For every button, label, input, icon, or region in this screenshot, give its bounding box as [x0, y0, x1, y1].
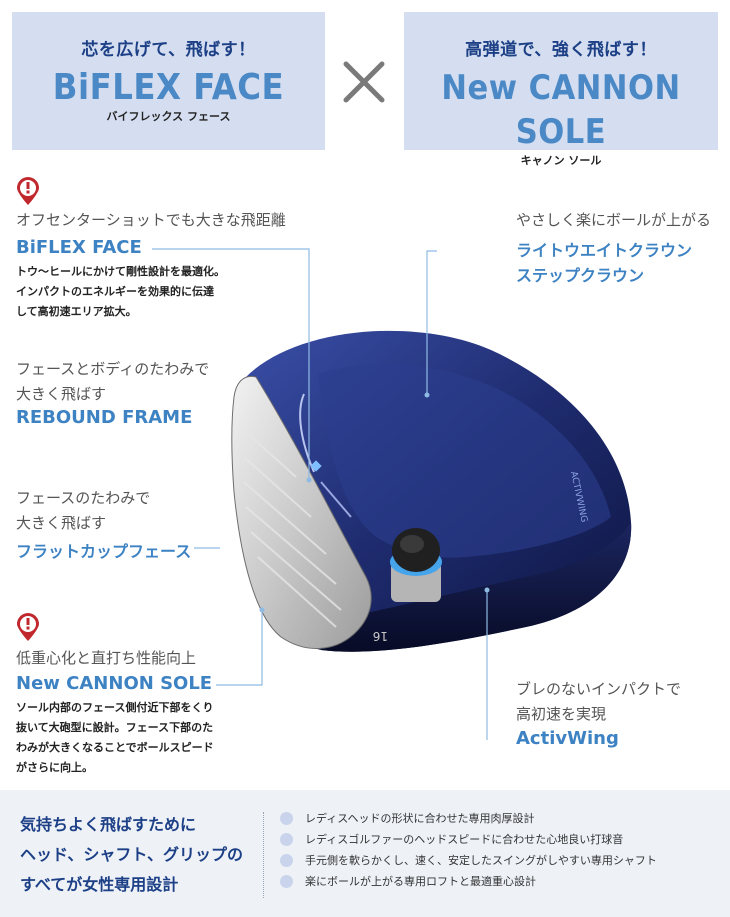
bottom-point-text: レディスヘッドの形状に合わせた専用肉厚設計 [305, 812, 535, 825]
cannon-header-title: New CANNON SOLE [441, 68, 681, 152]
bullet-icon [280, 854, 293, 867]
biflex-header-box: 芯を広げて、飛ばす！ BiFLEX FACE バイフレックス フェース [12, 12, 325, 150]
biflex-desc-line: して高初速エリア拡大。 [16, 305, 137, 318]
bottom-point-list: レディスヘッドの形状に合わせた専用肉厚設計 レディスゴルファーのヘッドスピードに… [280, 808, 657, 892]
loft-marking: 16 [373, 629, 388, 643]
rebound-label-1: フェースとボディのたわみで [16, 360, 210, 378]
bottom-point-text: レディスゴルファーのヘッドスピードに合わせた心地良い打球音 [305, 833, 624, 846]
biflex-desc: トウ〜ヒールにかけて剛性設計を最適化。 インパクトのエネルギーを効果的に伝達 し… [16, 262, 225, 322]
flatcup-label-1: フェースのたわみで [16, 489, 151, 507]
bullet-icon [280, 833, 293, 846]
list-item: 楽にボールが上がる専用ロフトと最適重心設計 [280, 871, 657, 892]
flatcup-label-2: 大きく飛ばす [16, 514, 107, 532]
bottom-point-text: 楽にボールが上がる専用ロフトと最適重心設計 [305, 875, 536, 888]
biflex-header-title: BiFLEX FACE [52, 67, 285, 108]
times-icon [343, 61, 385, 103]
driver-head-illustration: ACTIVWING 16 [231, 330, 632, 652]
biflex-desc-line: インパクトのエネルギーを効果的に伝達 [16, 285, 214, 298]
cannon-header-box: 高弾道で、強く飛ばす！ New CANNON SOLE キャノン ソール [404, 12, 718, 167]
crown-title-2: ステップクラウン [516, 266, 645, 285]
hosel [390, 528, 442, 602]
biflex-label: オフセンターショットでも大きな飛距離 [16, 211, 286, 229]
cannon-desc: ソール内部のフェース側付近下部をくり 抜いて大砲型に設計。フェース下部のた わみ… [16, 698, 214, 778]
bottom-banner: 気持ちよく飛ばすために ヘッド、シャフト、グリップの すべてが女性専用設計 レデ… [0, 790, 730, 917]
cannon-desc-line: わみが大きくなることでボールスピード [16, 741, 214, 754]
crown-label: やさしく楽にボールが上がる [516, 211, 712, 229]
activwing-title: ActivWing [516, 728, 619, 749]
biflex-title: BiFLEX FACE [16, 237, 142, 258]
biflex-desc-line: トウ〜ヒールにかけて剛性設計を最適化。 [16, 265, 225, 278]
cannon-title: New CANNON SOLE [16, 673, 213, 694]
list-item: レディスゴルファーのヘッドスピードに合わせた心地良い打球音 [280, 829, 657, 850]
bullet-icon [280, 875, 293, 888]
alert-icon [17, 177, 39, 205]
cannon-desc-line: がさらに向上。 [16, 761, 93, 774]
bottom-point-text: 手元側を軟らかくし、速く、安定したスイングがしやすい専用シャフト [305, 854, 657, 867]
alert-icon [17, 613, 39, 641]
activwing-label-2: 高初速を実現 [516, 705, 607, 723]
bottom-lead-line: すべてが女性専用設計 [20, 875, 179, 894]
bottom-lead-line: ヘッド、シャフト、グリップの [20, 845, 244, 864]
list-item: 手元側を軟らかくし、速く、安定したスイングがしやすい専用シャフト [280, 850, 657, 871]
bottom-lead-line: 気持ちよく飛ばすために [20, 815, 197, 834]
cannon-label: 低重心化と直打ち性能向上 [16, 649, 197, 667]
bottom-lead: 気持ちよく飛ばすために ヘッド、シャフト、グリップの すべてが女性専用設計 [20, 810, 243, 900]
activwing-label-1: ブレのないインパクトで [516, 680, 682, 698]
flatcup-title: フラットカップフェース [16, 542, 192, 561]
cannon-header-kana: キャノン ソール [520, 154, 602, 167]
rebound-label-2: 大きく飛ばす [16, 385, 107, 403]
cannon-tagline: 高弾道で、強く飛ばす！ [465, 40, 657, 60]
cannon-desc-line: ソール内部のフェース側付近下部をくり [16, 701, 214, 714]
biflex-tagline: 芯を広げて、飛ばす！ [81, 40, 256, 60]
biflex-header-kana: バイフレックス フェース [106, 110, 231, 123]
bottom-divider [263, 812, 264, 898]
list-item: レディスヘッドの形状に合わせた専用肉厚設計 [280, 808, 657, 829]
cannon-desc-line: 抜いて大砲型に設計。フェース下部のた [16, 721, 214, 734]
crown-title-1: ライトウエイトクラウン [516, 241, 693, 260]
rebound-title: REBOUND FRAME [16, 407, 193, 428]
bullet-icon [280, 812, 293, 825]
